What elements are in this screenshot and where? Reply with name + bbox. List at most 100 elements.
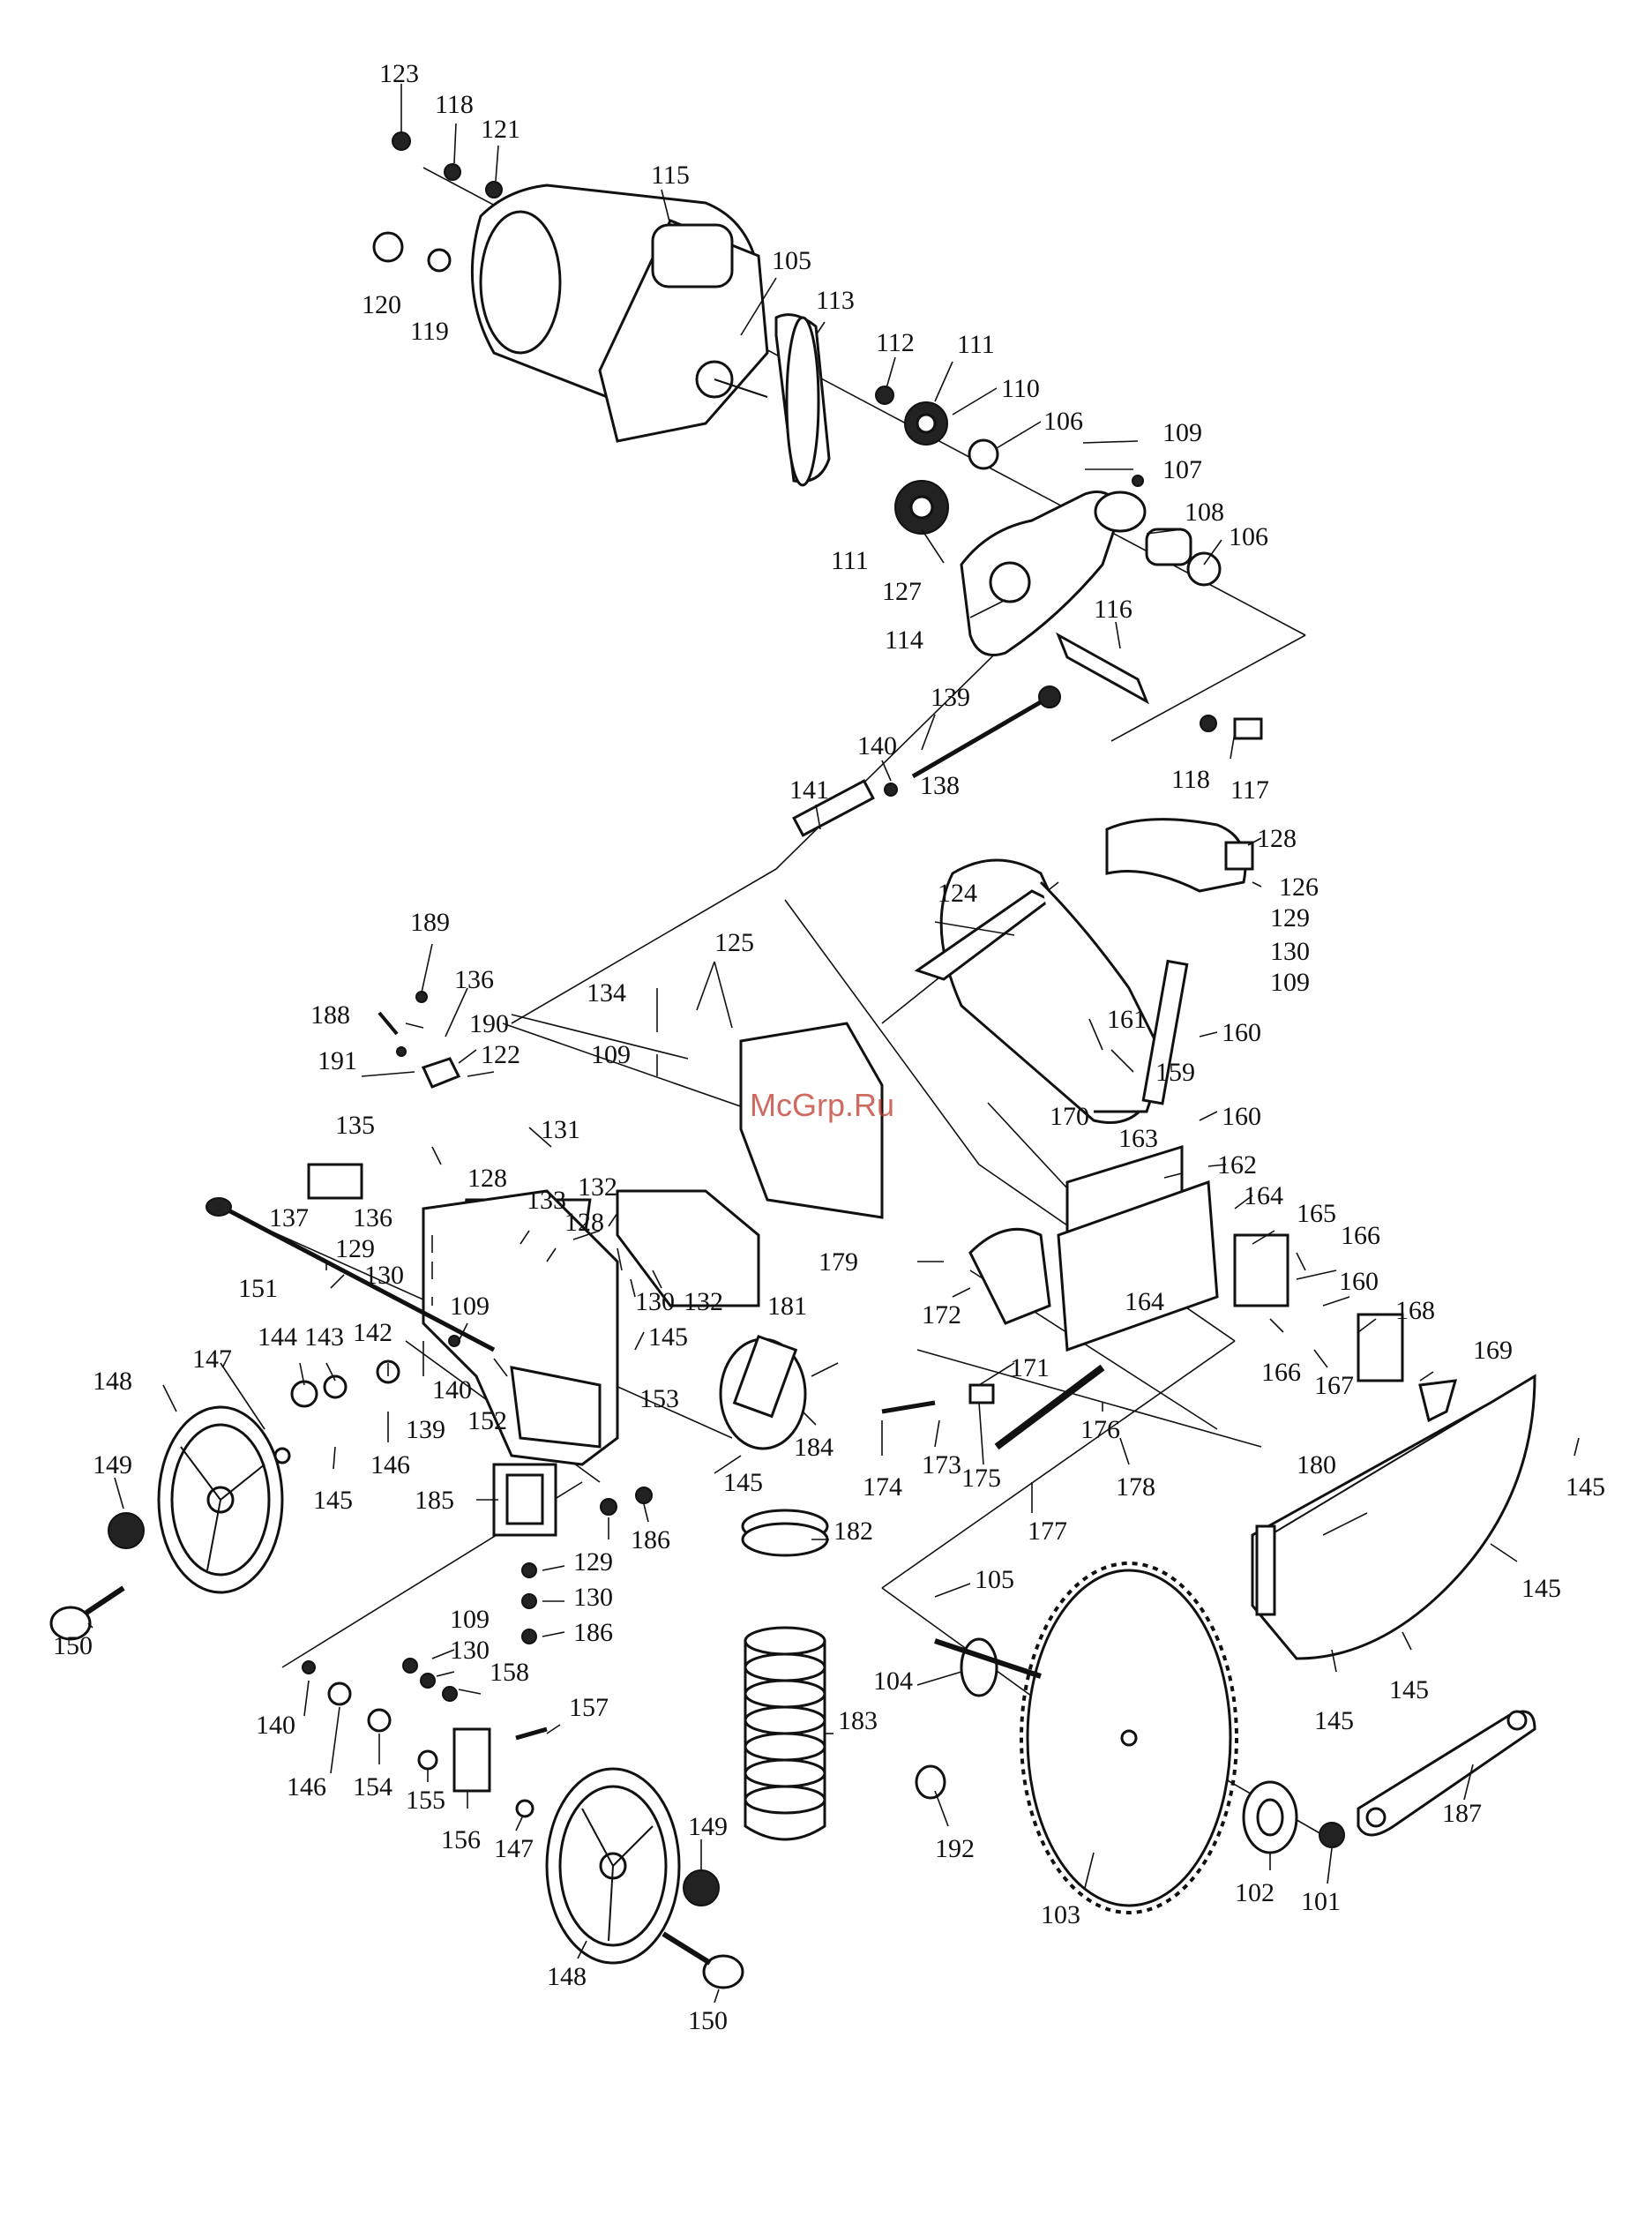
- rod-151: [206, 1197, 496, 1352]
- part-label-176: 176: [1080, 1415, 1120, 1444]
- part-label-185: 185: [415, 1486, 454, 1515]
- part-label-130: 130: [1270, 937, 1310, 966]
- part-label-191: 191: [318, 1046, 357, 1075]
- part-label-167: 167: [1314, 1371, 1354, 1400]
- watermark: McGrp.Ru: [750, 1087, 894, 1123]
- part-label-160: 160: [1222, 1018, 1261, 1047]
- part-label-110: 110: [1001, 374, 1040, 403]
- part-label-105: 105: [772, 246, 811, 275]
- part-label-164b: 164: [1125, 1287, 1164, 1316]
- housing-185: [492, 1463, 653, 1644]
- part-label-142: 142: [353, 1318, 392, 1347]
- part-label-128c: 128: [564, 1208, 604, 1237]
- part-label-161: 161: [1107, 1005, 1147, 1034]
- part-label-186b: 186: [573, 1618, 613, 1647]
- part-label-131: 131: [541, 1115, 580, 1144]
- part-label-174: 174: [863, 1472, 902, 1502]
- part-label-140: 140: [857, 731, 897, 760]
- part-label-109c: 109: [591, 1040, 631, 1069]
- part-label-135: 135: [335, 1111, 375, 1140]
- part-label-172: 172: [922, 1300, 961, 1329]
- motor-assembly: [470, 184, 999, 535]
- part-label-122: 122: [481, 1040, 520, 1069]
- part-label-129b: 129: [335, 1234, 375, 1263]
- part-label-145e: 145: [1521, 1574, 1561, 1603]
- part-label-132b: 132: [684, 1287, 723, 1316]
- part-label-178: 178: [1116, 1472, 1155, 1502]
- part-label-175: 175: [961, 1464, 1001, 1493]
- part-label-124: 124: [938, 879, 977, 908]
- part-label-102: 102: [1235, 1878, 1275, 1907]
- part-label-169: 169: [1473, 1336, 1513, 1365]
- part-label-129c: 129: [573, 1547, 613, 1577]
- part-label-128b: 128: [467, 1164, 507, 1193]
- part-label-137: 137: [269, 1203, 309, 1232]
- part-label-188: 188: [310, 1000, 350, 1030]
- part-label-160c: 160: [1339, 1267, 1379, 1296]
- hose-183: [744, 1626, 826, 1841]
- part-label-164: 164: [1244, 1181, 1283, 1210]
- part-label-186: 186: [631, 1525, 670, 1554]
- part-label-109b: 109: [1270, 968, 1310, 997]
- part-label-170: 170: [1050, 1102, 1089, 1131]
- part-label-127: 127: [882, 577, 922, 606]
- part-label-121: 121: [481, 115, 520, 144]
- part-label-106b: 106: [1229, 522, 1268, 551]
- part-label-104: 104: [873, 1666, 913, 1696]
- part-label-111b: 111: [831, 546, 869, 575]
- part-label-168: 168: [1395, 1296, 1435, 1325]
- part-label-184: 184: [794, 1433, 833, 1462]
- part-label-148b: 148: [547, 1962, 587, 1991]
- leader-lines: [87, 84, 1580, 2004]
- part-label-173: 173: [922, 1450, 961, 1479]
- part-label-187: 187: [1442, 1799, 1482, 1828]
- dust-collection: [719, 1334, 829, 1841]
- part-label-149b: 149: [688, 1812, 728, 1841]
- part-label-162: 162: [1217, 1150, 1257, 1180]
- part-label-113: 113: [816, 286, 855, 315]
- part-label-154: 154: [353, 1772, 392, 1801]
- part-label-106: 106: [1043, 407, 1083, 436]
- part-label-128: 128: [1257, 824, 1297, 853]
- part-label-109d: 109: [450, 1292, 490, 1321]
- part-label-133: 133: [527, 1186, 566, 1215]
- part-label-182: 182: [833, 1517, 873, 1546]
- lower-guard-180: [1251, 1374, 1536, 1660]
- part-label-143: 143: [304, 1322, 344, 1352]
- part-label-120: 120: [362, 290, 401, 319]
- part-label-145f: 145: [1389, 1675, 1429, 1704]
- part-label-158: 158: [490, 1658, 529, 1687]
- part-label-111: 111: [957, 330, 995, 359]
- part-label-130d: 130: [573, 1583, 613, 1612]
- linkage-assembly: [881, 1144, 1458, 1450]
- part-label-136b: 136: [353, 1203, 392, 1232]
- part-label-147: 147: [192, 1344, 232, 1374]
- part-label-116: 116: [1094, 595, 1132, 624]
- part-label-150b: 150: [688, 2006, 728, 2035]
- part-label-166: 166: [1341, 1221, 1380, 1250]
- part-label-139b: 139: [406, 1415, 445, 1444]
- saw-blade-103: [1020, 1562, 1238, 1914]
- part-label-136: 136: [454, 965, 494, 994]
- handwheel-148-left: [49, 1405, 291, 1641]
- part-label-150: 150: [53, 1631, 93, 1660]
- part-label-146b: 146: [287, 1772, 326, 1801]
- part-label-145b: 145: [313, 1486, 353, 1515]
- part-label-157: 157: [569, 1693, 609, 1722]
- part-label-118: 118: [435, 90, 474, 119]
- part-label-190: 190: [469, 1009, 509, 1038]
- small-spring-parts: [377, 991, 461, 1089]
- part-label-145d: 145: [1566, 1472, 1605, 1502]
- part-label-189: 189: [410, 908, 450, 937]
- part-label-140c: 140: [256, 1711, 295, 1740]
- wrench-187: [1357, 1710, 1536, 1837]
- part-label-145: 145: [648, 1322, 688, 1352]
- part-label-179: 179: [819, 1247, 858, 1277]
- part-label-145c: 145: [723, 1468, 763, 1497]
- part-labels: 123 118 121 115 120 119 105 113 112 111 …: [53, 59, 1605, 2035]
- part-label-151: 151: [238, 1274, 278, 1303]
- part-label-130e: 130: [450, 1636, 490, 1665]
- part-label-146: 146: [370, 1450, 410, 1479]
- part-label-144: 144: [258, 1322, 297, 1352]
